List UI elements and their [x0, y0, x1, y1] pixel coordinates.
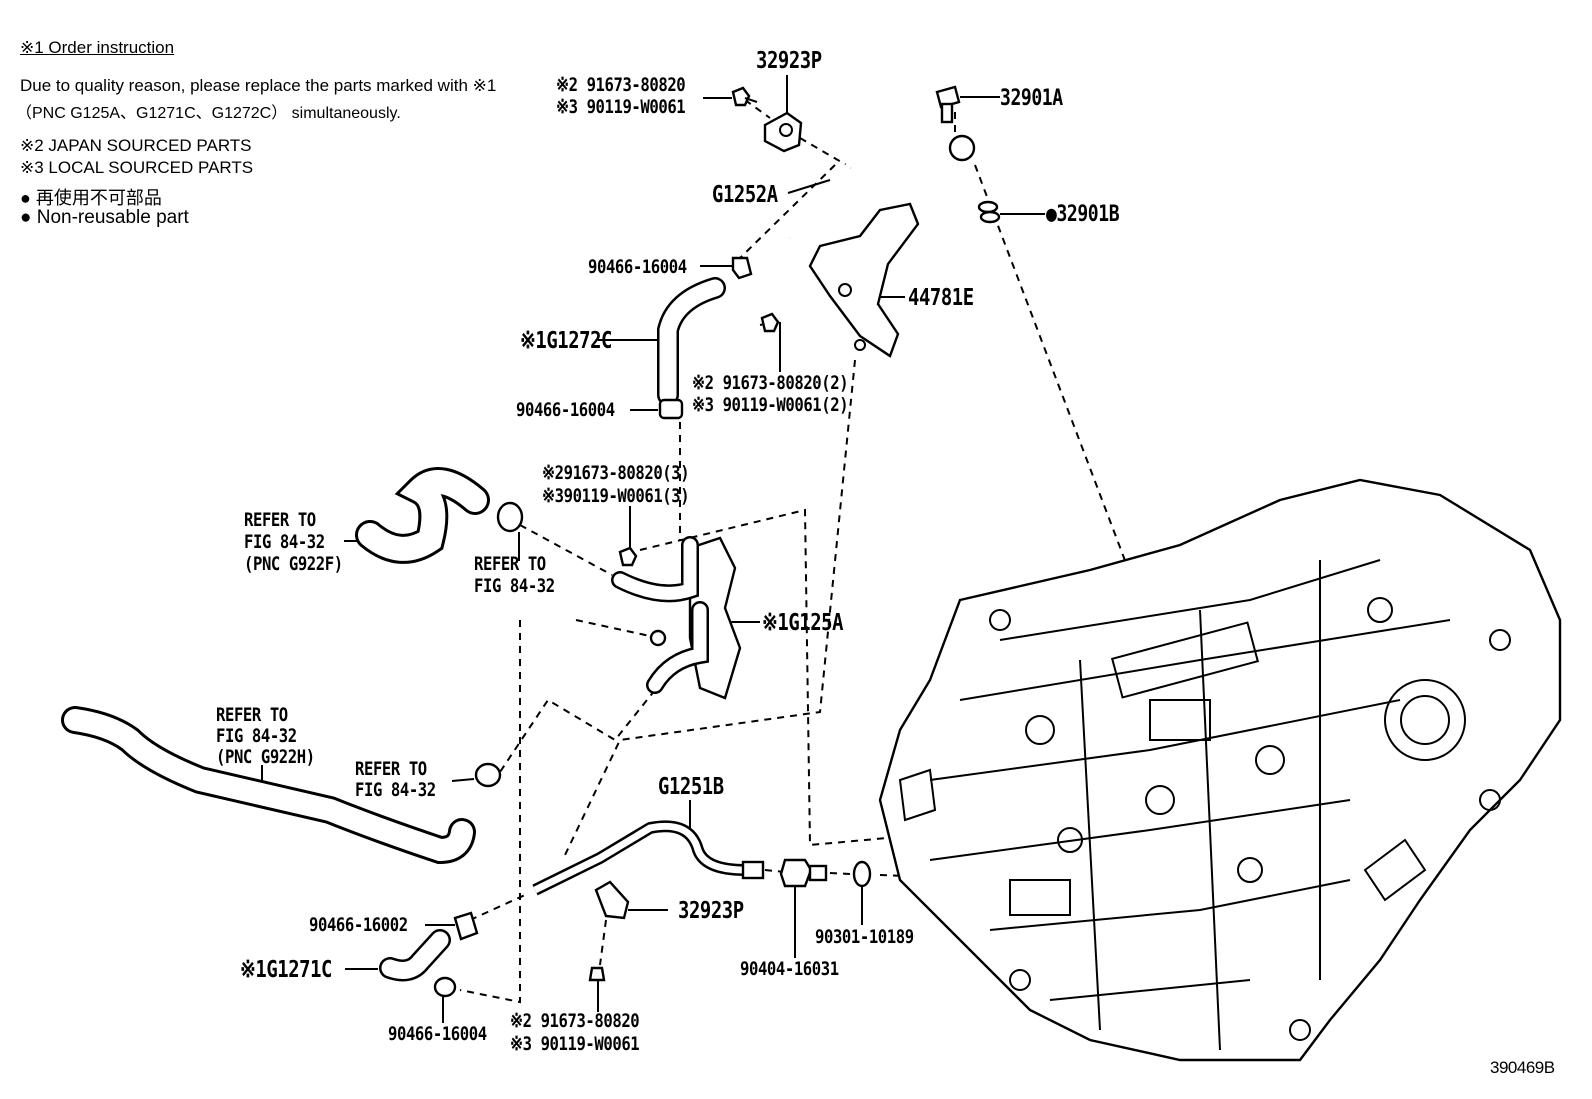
union-bolt-32901a	[935, 85, 961, 124]
hose-g922f	[355, 467, 490, 564]
label-32923p-top: 32923P	[756, 48, 822, 74]
clamp-32923p-bottom	[594, 880, 630, 920]
order-instruction-title: ※1 Order instruction	[20, 38, 175, 57]
label-32901b: ●32901B	[1046, 202, 1120, 227]
gasket-32901b	[977, 200, 1001, 224]
label-g125a: ※1G125A	[762, 610, 844, 636]
label-32923p-bottom: 32923P	[678, 898, 744, 924]
figure-number: 390469B	[1490, 1058, 1555, 1077]
label-90301-10189: 90301-10189	[815, 926, 914, 948]
label-refer-a-1: REFER TO	[244, 509, 316, 531]
union-90404-16031	[779, 858, 828, 888]
bolt-cooler	[618, 546, 638, 567]
label-clip-16002: 90466-16002	[309, 914, 408, 936]
label-bolt-top-local: ※3 90119-W0061	[556, 96, 686, 118]
label-44781e: 44781E	[908, 285, 974, 311]
hose-g1271c	[379, 929, 451, 982]
japan-sourced-note: ※2 JAPAN SOURCED PARTS	[20, 136, 252, 155]
bolt-top	[731, 86, 758, 107]
clamp-refer-d	[474, 762, 502, 788]
clamp-refer-b	[496, 501, 524, 533]
label-g1272c: ※1G1272C	[520, 328, 613, 354]
label-refer-b-1: REFER TO	[474, 553, 546, 575]
label-bolt-cooler-local: ※390119-W0061(3)	[542, 485, 690, 507]
bolt-mid	[760, 312, 780, 333]
gasket-90301-10189	[852, 860, 872, 888]
label-90404-16031: 90404-16031	[740, 958, 839, 980]
clip-90466-16004-bottom	[433, 976, 457, 998]
bracket-44781e	[808, 202, 920, 358]
label-refer-c-1: REFER TO	[216, 704, 288, 726]
non-reusable-note-jp: ● 再使用不可部品	[20, 188, 162, 208]
label-bolt-top-japan: ※2 91673-80820	[556, 74, 686, 96]
hose-g922h	[61, 706, 476, 865]
label-bolt-bottom-japan: ※2 91673-80820	[510, 1010, 640, 1032]
label-refer-b-2: FIG 84-32	[474, 575, 555, 597]
instruction-line-1: Due to quality reason, please replace th…	[20, 76, 497, 95]
label-clip-top: 90466-16004	[588, 256, 687, 278]
label-clip-mid: 90466-16004	[516, 399, 615, 421]
label-refer-d-1: REFER TO	[355, 758, 427, 780]
label-g1251b: G1251B	[658, 774, 724, 800]
transaxle-assembly	[878, 478, 1562, 1062]
pipe-g1251b	[532, 820, 765, 896]
hose-g1272c	[657, 277, 726, 406]
label-refer-c-3: (PNC G922H)	[216, 746, 315, 768]
label-bolt-mid-japan: ※2 91673-80820(2)	[692, 372, 849, 394]
label-bolt-cooler-japan: ※291673-80820(3)	[542, 462, 690, 484]
label-refer-a-3: (PNC G922F)	[244, 553, 343, 575]
clip-90466-16004-top	[731, 256, 753, 280]
label-refer-a-2: FIG 84-32	[244, 531, 325, 553]
label-clip-bottom: 90466-16004	[388, 1023, 487, 1045]
bolt-bottom	[588, 966, 606, 982]
label-g1252a: G1252A	[712, 182, 778, 208]
non-reusable-note-en: ● Non-reusable part	[20, 207, 189, 228]
clip-90466-16004-mid	[658, 398, 684, 420]
local-sourced-note: ※3 LOCAL SOURCED PARTS	[20, 158, 254, 177]
instruction-line-2: （PNC G125A、G1271C、G1272C） simultaneously…	[16, 105, 401, 122]
pipe-g1252a	[787, 134, 976, 240]
clamp-32923p-top	[763, 111, 803, 153]
oil-cooler-g125a	[611, 536, 742, 700]
label-bolt-bottom-local: ※3 90119-W0061	[510, 1033, 640, 1055]
clip-90466-16002	[453, 911, 479, 941]
label-32901a: 32901A	[1000, 86, 1063, 111]
label-refer-c-2: FIG 84-32	[216, 725, 297, 747]
label-g1271c: ※1G1271C	[240, 957, 333, 983]
label-bolt-mid-local: ※3 90119-W0061(2)	[692, 394, 849, 416]
label-refer-d-2: FIG 84-32	[355, 779, 436, 801]
